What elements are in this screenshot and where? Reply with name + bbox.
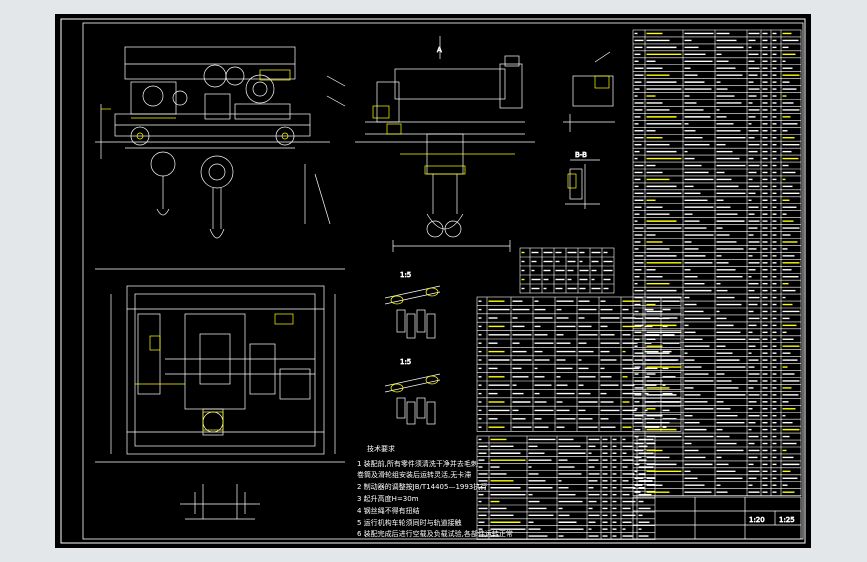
detail-accents	[390, 287, 439, 393]
section-a-label: A	[437, 46, 442, 54]
note-5: 5 运行机构车轮须同时与轨道接触	[357, 518, 462, 527]
detail-view-1: 1:5	[384, 271, 441, 339]
note-2: 2 制动器的调整按JB/T14405—1993执行	[357, 482, 487, 491]
table-line	[632, 29, 802, 496]
cad-drawing: A	[60, 18, 806, 544]
note-1-cont: 卷筒及滑轮组安装后运转灵活,无卡滞	[357, 470, 471, 479]
note-3: 3 起升高度H=30m	[357, 494, 419, 503]
drawing-sheet: A	[55, 14, 811, 548]
note-4: 4 钢丝绳不得有扭结	[357, 506, 420, 515]
title-block-scale: 1:20	[749, 516, 765, 524]
rail-detail	[180, 484, 260, 520]
notes-title: 技术要求	[367, 444, 395, 453]
section-a-accents	[372, 105, 515, 175]
outer-border	[60, 18, 806, 544]
specification-table	[476, 296, 682, 432]
table-line	[519, 247, 615, 294]
front-elevation-view	[95, 46, 346, 239]
section-b-label: B-B	[575, 151, 587, 159]
title-block-sheet: 1:25	[779, 516, 795, 524]
detail-2-label: 1:5	[400, 358, 411, 366]
inner-border	[82, 22, 804, 540]
detail-1-label: 1:5	[400, 271, 411, 279]
parts-list-right	[632, 29, 802, 496]
parts-list-lower	[476, 435, 656, 540]
note-1: 1 装配前,所有零件须清洗干净并去毛刺	[357, 459, 478, 468]
front-view-accents	[101, 69, 291, 140]
table-line	[476, 435, 656, 540]
technical-notes: 技术要求 1 装配前,所有零件须清洗干净并去毛刺 卷筒及滑轮组安装后运转灵活,无…	[357, 444, 513, 538]
parameter-table-small	[519, 247, 615, 294]
section-b-accents	[567, 75, 610, 189]
note-6: 6 装配完成后进行空载及负载试验,各部件运转正常	[357, 529, 513, 538]
section-b-view: B-B	[563, 51, 615, 209]
plan-view	[95, 268, 345, 463]
section-a-view: A	[355, 36, 535, 252]
title-block: 1:20 1:25	[632, 496, 802, 540]
plan-view-accents	[135, 313, 294, 431]
